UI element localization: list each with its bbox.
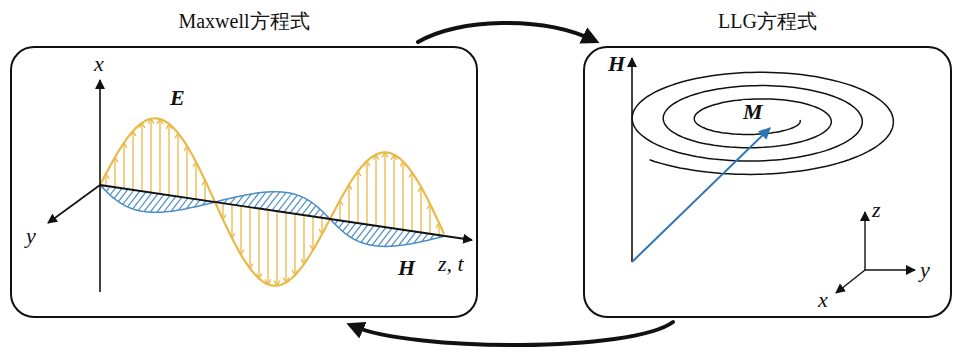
h-hatch [366, 226, 380, 244]
e-vector [267, 210, 268, 284]
h-hatch [150, 195, 164, 213]
e-vector [141, 123, 142, 191]
e-vector [249, 207, 250, 268]
e-vector [276, 211, 277, 285]
e-vector [186, 146, 187, 198]
h-field-wave [100, 185, 444, 246]
e-vector [366, 161, 367, 225]
h-hatch [308, 206, 316, 216]
h-hatch [157, 195, 170, 212]
h-hatch [351, 224, 362, 238]
e-vector [195, 162, 196, 199]
e-vector [384, 152, 385, 227]
flow-arrow [353, 322, 673, 345]
flow-arrow [418, 23, 593, 42]
e-vector [303, 215, 304, 264]
e-vector [411, 172, 412, 231]
h-curve [100, 185, 444, 246]
h-hatch [133, 192, 146, 209]
e-vector [393, 155, 394, 229]
e-vector [420, 187, 421, 233]
axis-label: x [818, 288, 828, 312]
e-vector [132, 131, 133, 190]
axis-label: H [608, 52, 625, 76]
x-axis [836, 270, 865, 293]
h-hatch [314, 209, 320, 217]
h-hatch [378, 228, 392, 246]
y-axis [865, 269, 915, 270]
e-vector [231, 205, 232, 239]
h-hatch [260, 192, 273, 209]
axis-label: M [742, 100, 764, 124]
e-vector [240, 206, 241, 255]
axis-label: E [170, 86, 185, 110]
h-hatch [391, 230, 404, 246]
e-vector [312, 217, 313, 251]
axis-label: z, t [438, 252, 464, 276]
h-hatch [128, 191, 140, 207]
h-hatch [361, 226, 374, 243]
h-hatch [372, 227, 386, 245]
y-axis [48, 185, 100, 223]
h-hatch [290, 197, 302, 213]
magnetization-vector [632, 128, 770, 262]
e-vector [258, 209, 259, 279]
h-hatch [254, 192, 266, 208]
e-vector [348, 185, 349, 222]
e-vector [285, 213, 286, 283]
h-hatch [272, 193, 286, 211]
h-hatch [123, 190, 134, 204]
axis-label: y [920, 258, 930, 282]
h-hatch [266, 192, 280, 210]
e-vector [168, 124, 169, 195]
h-hatch [114, 188, 122, 198]
h-hatch [399, 231, 410, 246]
h-hatch [144, 194, 158, 212]
axis-label: H [398, 256, 415, 280]
h-hatch [164, 196, 176, 212]
e-vector [123, 143, 124, 189]
z-axis [864, 212, 865, 270]
h-hatch [110, 187, 116, 195]
axis-label: z [872, 198, 881, 222]
h-hatch [343, 222, 350, 231]
e-vector [375, 155, 376, 226]
h-hatch [284, 195, 297, 212]
e-vector [150, 119, 151, 193]
e-vector [159, 119, 160, 194]
axis-label: y [26, 224, 36, 248]
h-hatch [138, 193, 152, 211]
field-axis [631, 58, 633, 262]
h-hatch [385, 229, 398, 246]
h-hatch [356, 225, 368, 241]
precession-spiral [632, 72, 893, 174]
e-vector [114, 157, 115, 187]
h-hatch [296, 200, 307, 214]
equation-panel: LLG方程式 [583, 46, 952, 318]
e-vector [402, 162, 403, 230]
h-hatch [339, 221, 344, 228]
h-hatch [278, 194, 292, 212]
e-field-wave [100, 118, 444, 285]
e-curve [100, 118, 444, 285]
panel-title: LLG方程式 [585, 8, 950, 34]
e-vector [429, 204, 430, 234]
axis-label: x [94, 52, 104, 76]
e-vector [177, 133, 178, 197]
z-axis [100, 185, 472, 240]
panel-title: Maxwell方程式 [12, 8, 476, 34]
e-vector [294, 214, 295, 275]
e-vector [357, 171, 358, 223]
